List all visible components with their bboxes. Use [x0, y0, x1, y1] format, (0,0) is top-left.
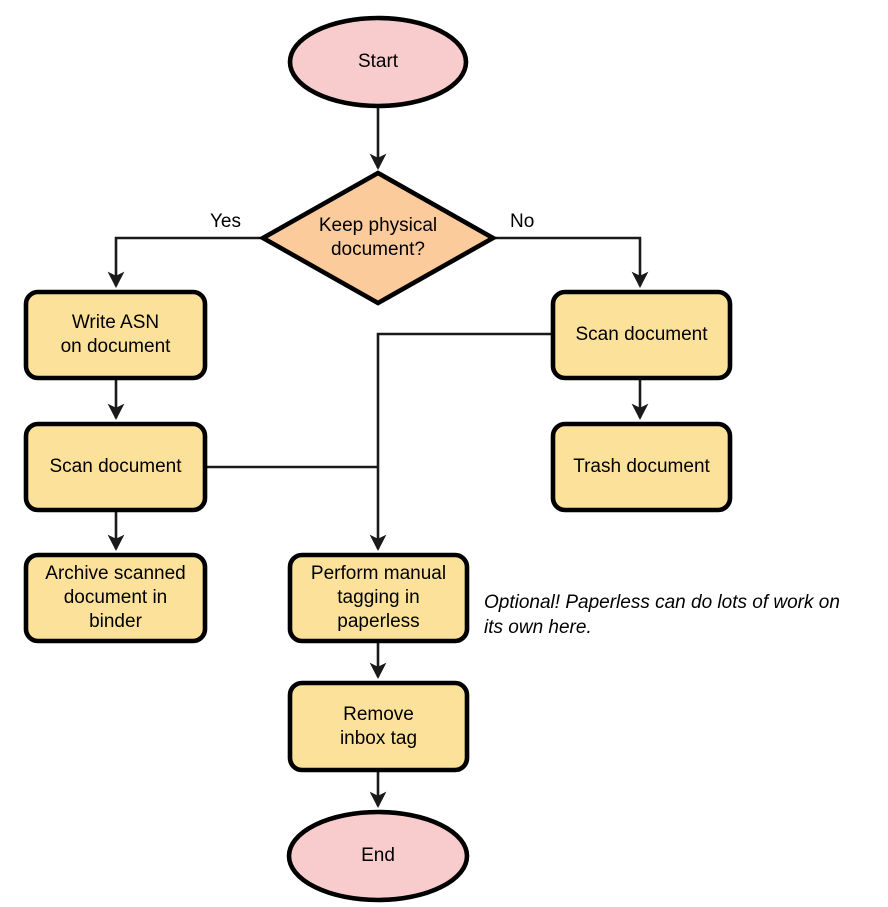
- node-start-shape[interactable]: [287, 15, 469, 109]
- optional-note-annotation: Optional! Paperless can do lots of work …: [484, 592, 840, 638]
- node-remove-inbox[interactable]: [290, 683, 467, 770]
- node-remove-inbox-shape[interactable]: [287, 680, 470, 773]
- node-scan-right[interactable]: [553, 292, 730, 378]
- node-decision[interactable]: [263, 173, 493, 303]
- node-write-asn[interactable]: [26, 292, 205, 378]
- node-archive[interactable]: [26, 555, 205, 641]
- node-end-shape[interactable]: [286, 809, 470, 903]
- node-write-asn-shape[interactable]: [23, 289, 208, 381]
- node-decision-shape[interactable]: [258, 170, 498, 306]
- node-trash-shape[interactable]: [550, 421, 733, 513]
- node-tagging-shape[interactable]: [287, 552, 470, 644]
- node-archive-shape[interactable]: [23, 552, 208, 644]
- node-scan-left[interactable]: [26, 424, 205, 510]
- edge-label-no: No: [510, 211, 535, 232]
- edge-decision-yes-to-write-asn: [107, 236, 263, 289]
- edge-decision-no-to-scan-right: [493, 236, 649, 289]
- node-scan-right-shape[interactable]: [550, 289, 733, 381]
- edge-scan-right-to-tagging: [369, 332, 553, 552]
- node-start[interactable]: [290, 18, 466, 106]
- edge-label-yes: Yes: [210, 211, 241, 232]
- node-scan-left-shape[interactable]: [23, 421, 208, 513]
- node-trash[interactable]: [553, 424, 730, 510]
- node-tagging[interactable]: [290, 555, 467, 641]
- node-end[interactable]: [289, 812, 467, 900]
